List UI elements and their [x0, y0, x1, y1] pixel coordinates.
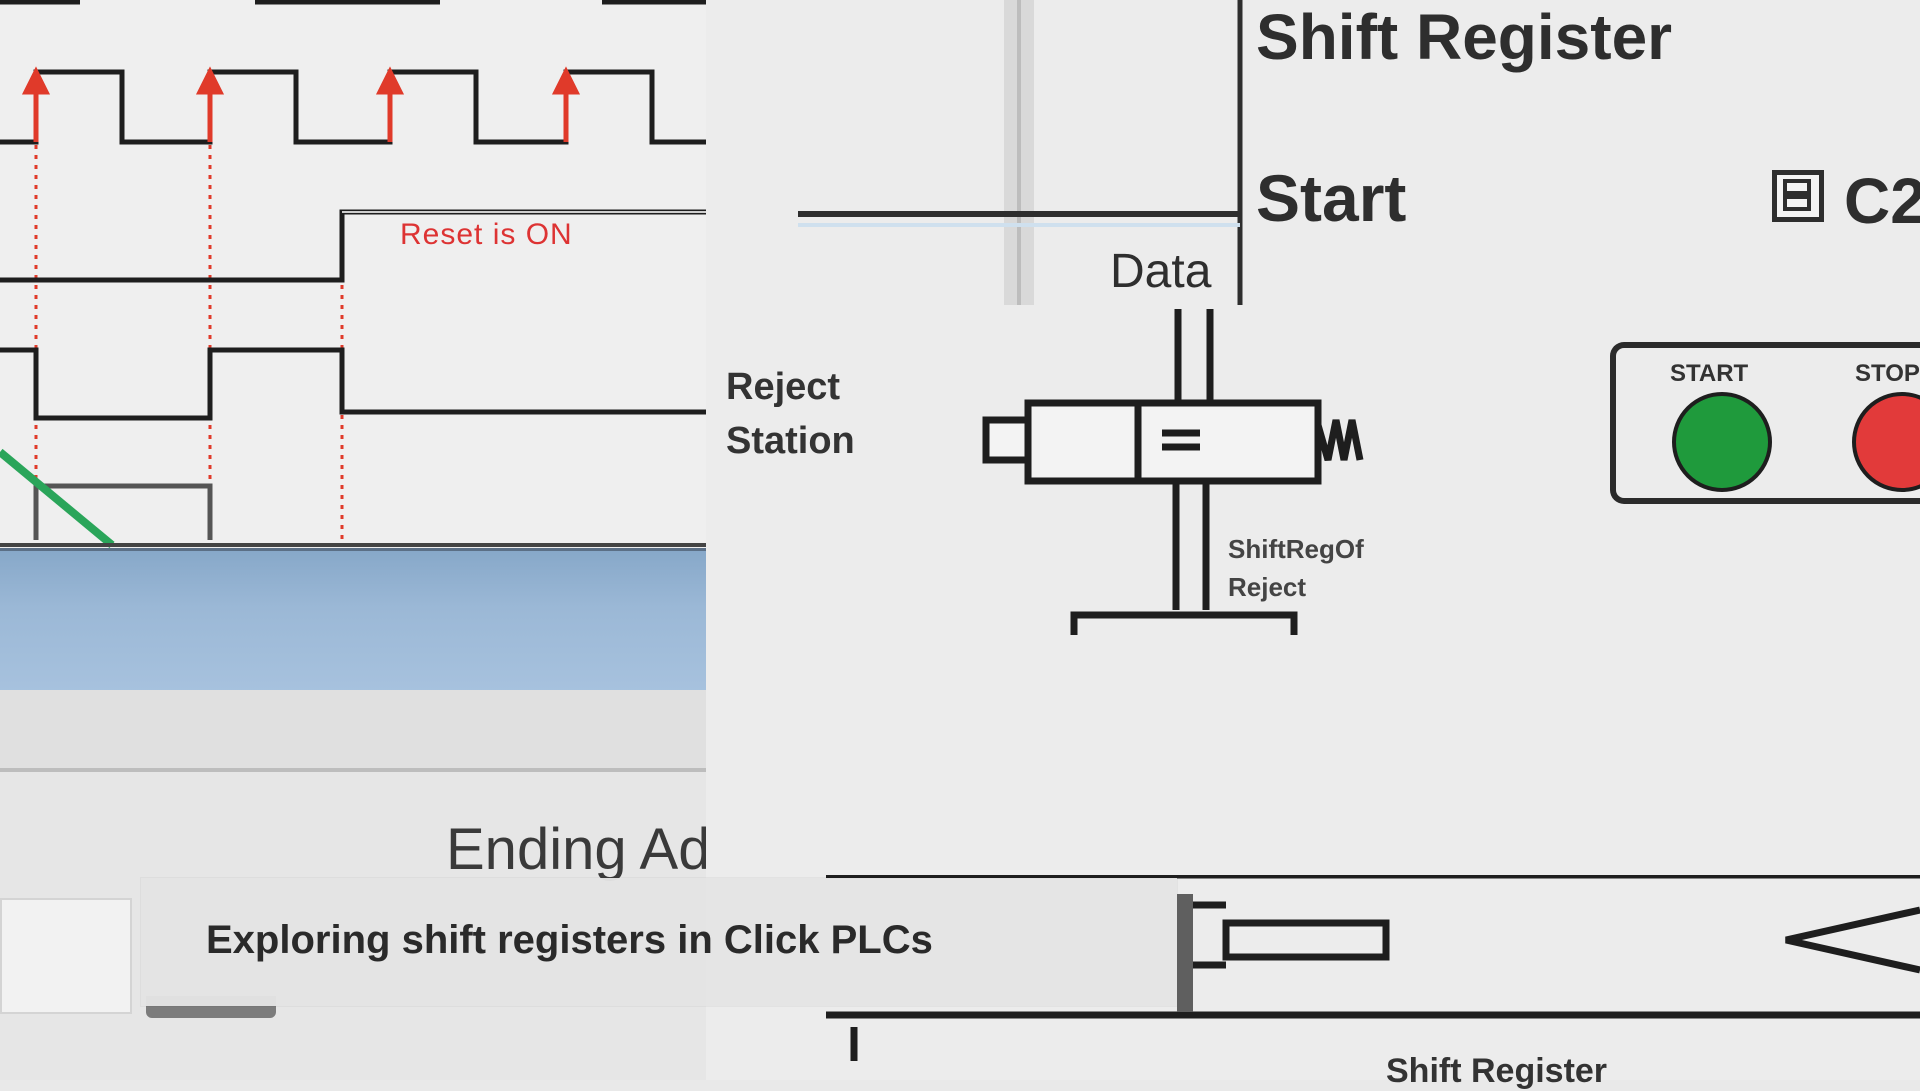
ending-address-input[interactable] — [0, 898, 132, 1014]
ladder-rungs — [798, 0, 1243, 305]
start-address-value[interactable]: C2 — [1844, 165, 1920, 237]
output-waveform — [33, 483, 213, 540]
rising-edge-arrows — [21, 66, 581, 142]
caption-accent-bar — [1177, 894, 1193, 1012]
conveyor-diagram — [826, 871, 1920, 1061]
reject-cylinder-diagram — [982, 309, 1364, 635]
start-input-label: Start — [1256, 161, 1407, 235]
shift-register-instruction-panel — [706, 0, 1920, 305]
start-button-label: START — [1670, 360, 1749, 387]
timing-diagram-panel: Reset is ON — [0, 0, 706, 548]
data-waveform — [0, 347, 706, 421]
caption-text: Exploring shift registers in Click PLCs — [206, 918, 933, 962]
reject-station-label: Reject Station — [726, 366, 855, 462]
instruction-title: Shift Register — [1256, 1, 1673, 73]
grey-strip — [0, 690, 706, 772]
reset-label: Reset is ON — [400, 218, 573, 251]
address-picker-icon[interactable] — [1772, 170, 1824, 222]
timing-diagram — [0, 0, 706, 548]
shift-register-bottom-label: Shift Register — [1386, 1052, 1608, 1090]
clock-waveform — [0, 69, 706, 145]
stop-button-label: STOP — [1855, 360, 1920, 387]
ending-address-label: Ending Ad — [446, 817, 706, 882]
data-trace-line — [0, 448, 115, 548]
blue-title-band — [0, 548, 706, 693]
video-caption: Exploring shift registers in Click PLCs — [141, 878, 1177, 1006]
reset-waveform — [0, 209, 706, 283]
reject-output-label: ShiftRegOf Reject — [1228, 534, 1364, 602]
data-input-label: Data — [1110, 245, 1212, 298]
start-button[interactable] — [1672, 392, 1772, 492]
